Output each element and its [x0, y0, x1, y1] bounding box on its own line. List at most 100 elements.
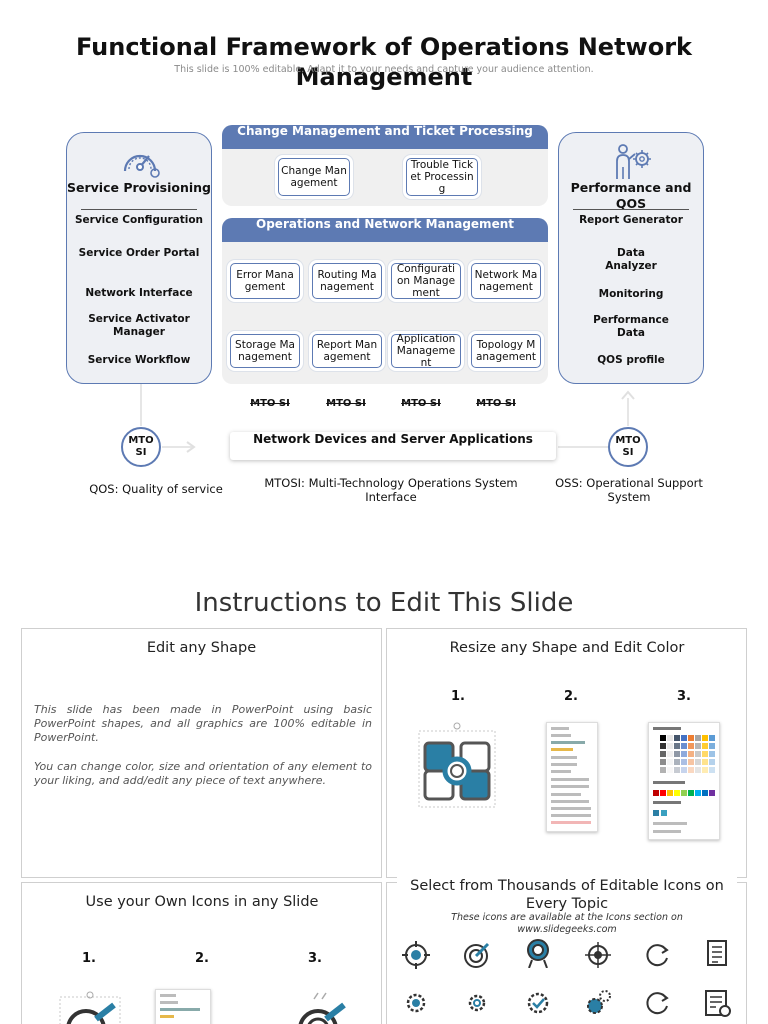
panel-item: Service Activator Manager — [88, 313, 190, 338]
mtosi-label: MTO SI — [401, 398, 441, 409]
theme-color-swatch — [674, 767, 680, 773]
edit-shape-card: Edit any Shape This slide has been made … — [21, 628, 382, 878]
card-note: These icons are available at the Icons s… — [451, 912, 683, 935]
panel-item: Service Order Portal — [78, 247, 200, 259]
application-management-box: Application Management — [391, 333, 461, 369]
theme-color-swatch — [688, 767, 694, 773]
theme-color-swatch — [709, 743, 715, 749]
theme-color-swatch — [667, 751, 673, 757]
theme-color-swatch — [695, 751, 701, 757]
theme-color-swatch — [667, 759, 673, 765]
panel-item: Network Interface — [85, 287, 193, 299]
palette-heading — [653, 801, 681, 804]
connector-line — [558, 446, 608, 448]
topology-management-box: Topology Management — [471, 334, 541, 368]
theme-color-swatch — [688, 751, 694, 757]
theme-color-swatch — [681, 767, 687, 773]
panel-title: Performance and QOS — [570, 180, 692, 211]
storage-management-box: Storage Management — [230, 334, 300, 368]
theme-color-swatch — [702, 767, 708, 773]
block-header: Change Management and Ticket Processing — [222, 125, 548, 149]
theme-color-swatch — [695, 759, 701, 765]
page-subtitle: This slide is 100% editable. Adapt it to… — [174, 64, 594, 75]
theme-color-swatch — [681, 751, 687, 757]
menu-line — [551, 800, 589, 803]
theme-color-swatch — [674, 735, 680, 741]
theme-color-swatch — [681, 759, 687, 765]
mtosi-label: MTO SI — [250, 398, 290, 409]
card-title: Resize any Shape and Edit Color — [449, 640, 685, 656]
theme-color-swatch — [688, 759, 694, 765]
resize-shape-card: Resize any Shape and Edit Color 1. 2. 3. — [386, 628, 747, 878]
target-icon — [402, 941, 430, 969]
menu-line — [551, 793, 581, 796]
card-title: Select from Thousands of Editable Icons … — [397, 877, 737, 913]
theme-color-swatch — [681, 743, 687, 749]
theme-color-swatch — [667, 743, 673, 749]
gear-small-icon — [468, 994, 486, 1012]
theme-color-swatch — [674, 759, 680, 765]
document-list-icon — [707, 940, 727, 966]
network-management-box: Network Management — [471, 263, 541, 299]
theme-color-swatch — [709, 735, 715, 741]
menu-line — [551, 734, 571, 737]
recent-color-swatch — [653, 810, 659, 816]
panel-title: Service Provisioning — [67, 180, 212, 195]
theme-color-swatch — [660, 751, 666, 757]
theme-color-swatch — [688, 735, 694, 741]
card-title: Edit any Shape — [146, 640, 257, 656]
person-gear-icon — [616, 144, 651, 179]
menu-line — [551, 770, 571, 773]
menu-line — [551, 821, 591, 824]
divider — [81, 209, 197, 210]
step-number: 3. — [308, 951, 322, 966]
standard-color-swatch — [709, 790, 715, 796]
palette-heading — [653, 727, 681, 730]
refresh-icon — [646, 944, 669, 967]
legend-oss: OSS: Operational Support System — [555, 476, 703, 504]
step-number: 1. — [451, 689, 465, 704]
change-management-block: Change Management and Ticket Processing … — [222, 125, 548, 206]
target-stand-icon — [527, 939, 549, 968]
dart-target-icon — [59, 991, 121, 1024]
standard-color-swatch — [695, 790, 701, 796]
panel-item: Monitoring — [598, 288, 664, 300]
instructions-title: Instructions to Edit This Slide — [194, 588, 574, 618]
mtosi-left-circle: MTO SI — [121, 427, 161, 467]
menu-line — [551, 763, 577, 766]
arrow-right-icon — [186, 441, 196, 453]
theme-color-swatch — [695, 743, 701, 749]
dart-target-icon — [298, 992, 346, 1024]
theme-color-swatch — [709, 759, 715, 765]
panel-item: Service Workflow — [87, 354, 191, 366]
block-header: Operations and Network Management — [222, 218, 548, 242]
panel-item: Service Configuration — [74, 214, 204, 226]
mtosi-right-circle: MTO SI — [608, 427, 648, 467]
theme-color-swatch — [674, 743, 680, 749]
menu-line — [551, 727, 569, 730]
mtosi-label: MTO SI — [476, 398, 516, 409]
card-text: This slide has been made in PowerPoint u… — [34, 703, 372, 744]
menu-line — [160, 994, 176, 997]
legend-mtosi: MTOSI: Multi-Technology Operations Syste… — [264, 476, 518, 504]
standard-color-swatch — [674, 790, 680, 796]
theme-color-swatch — [681, 735, 687, 741]
service-provisioning-panel: Service Provisioning Service Configurati… — [66, 132, 212, 384]
card-text: You can change color, size and orientati… — [34, 760, 372, 787]
more-colors-line — [653, 822, 687, 825]
change-management-box: Change Management — [278, 158, 350, 196]
eyedropper-line — [653, 830, 681, 833]
step-number: 2. — [195, 951, 209, 966]
routing-management-box: Routing Management — [312, 263, 382, 299]
menu-line — [551, 741, 585, 744]
theme-color-swatch — [660, 759, 666, 765]
dart-target-icon — [464, 942, 490, 968]
page-title: Functional Framework of Operations Netwo… — [75, 33, 693, 91]
connector-line — [627, 398, 629, 426]
context-menu-preview — [546, 722, 598, 832]
menu-line — [160, 1008, 200, 1011]
refresh-icon — [646, 992, 669, 1015]
own-icons-card: Use your Own Icons in any Slide 1. 2. 3. — [21, 882, 382, 1024]
theme-color-swatch — [702, 759, 708, 765]
